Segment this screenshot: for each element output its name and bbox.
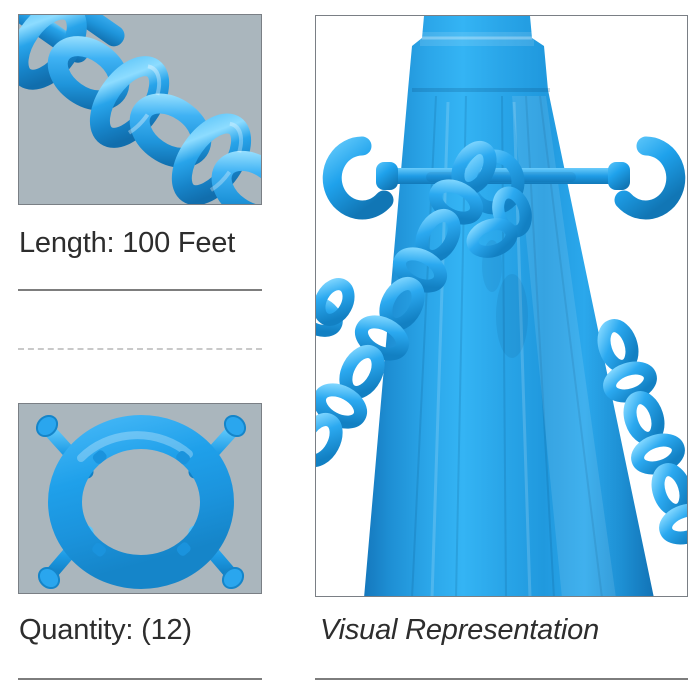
ring-illustration: [19, 404, 261, 593]
quantity-divider: [18, 678, 262, 680]
left-hook-group: [322, 136, 398, 220]
visual-caption: Visual Representation: [320, 614, 600, 646]
chain-vector: [19, 15, 261, 204]
cone-vector: [316, 16, 687, 596]
visual-divider: [315, 678, 688, 680]
visual-representation-photo: [315, 15, 688, 597]
length-divider: [18, 289, 262, 291]
connector-ring-photo: [18, 403, 262, 594]
plastic-chain-photo: [18, 14, 262, 205]
cone-illustration: [316, 16, 687, 596]
quantity-caption: Quantity: (12): [19, 614, 192, 646]
chain-illustration: [19, 15, 261, 204]
right-hook-group: [608, 136, 686, 220]
ring-vector: [35, 414, 247, 590]
length-caption: Length: 100 Feet: [19, 227, 236, 259]
section-dashed-divider: [18, 348, 262, 350]
